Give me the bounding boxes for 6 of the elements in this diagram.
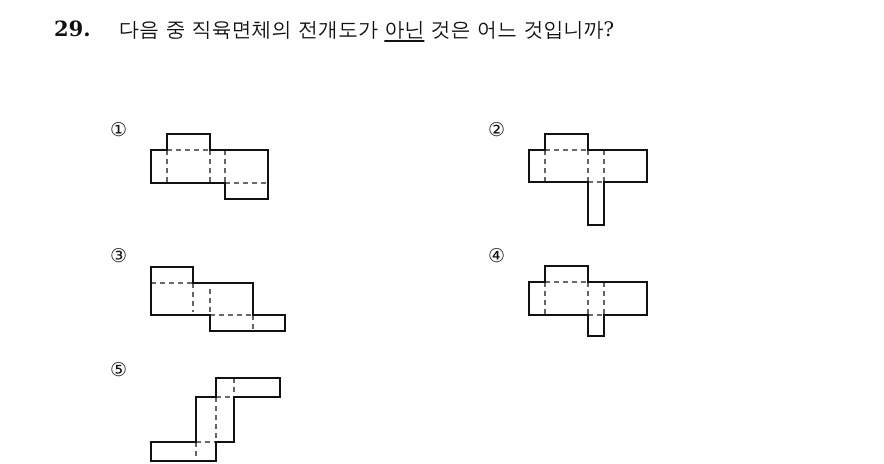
choice-number: ①	[110, 121, 127, 140]
choice-number: ②	[488, 121, 505, 140]
choice-number: ③	[110, 247, 127, 266]
choice-number: ⑤	[110, 361, 127, 380]
question-text: 29. 다음 중 직육면체의 전개도가 아닌 것은 어느 것입니까?	[54, 16, 614, 43]
choice-number: ④	[488, 247, 505, 266]
